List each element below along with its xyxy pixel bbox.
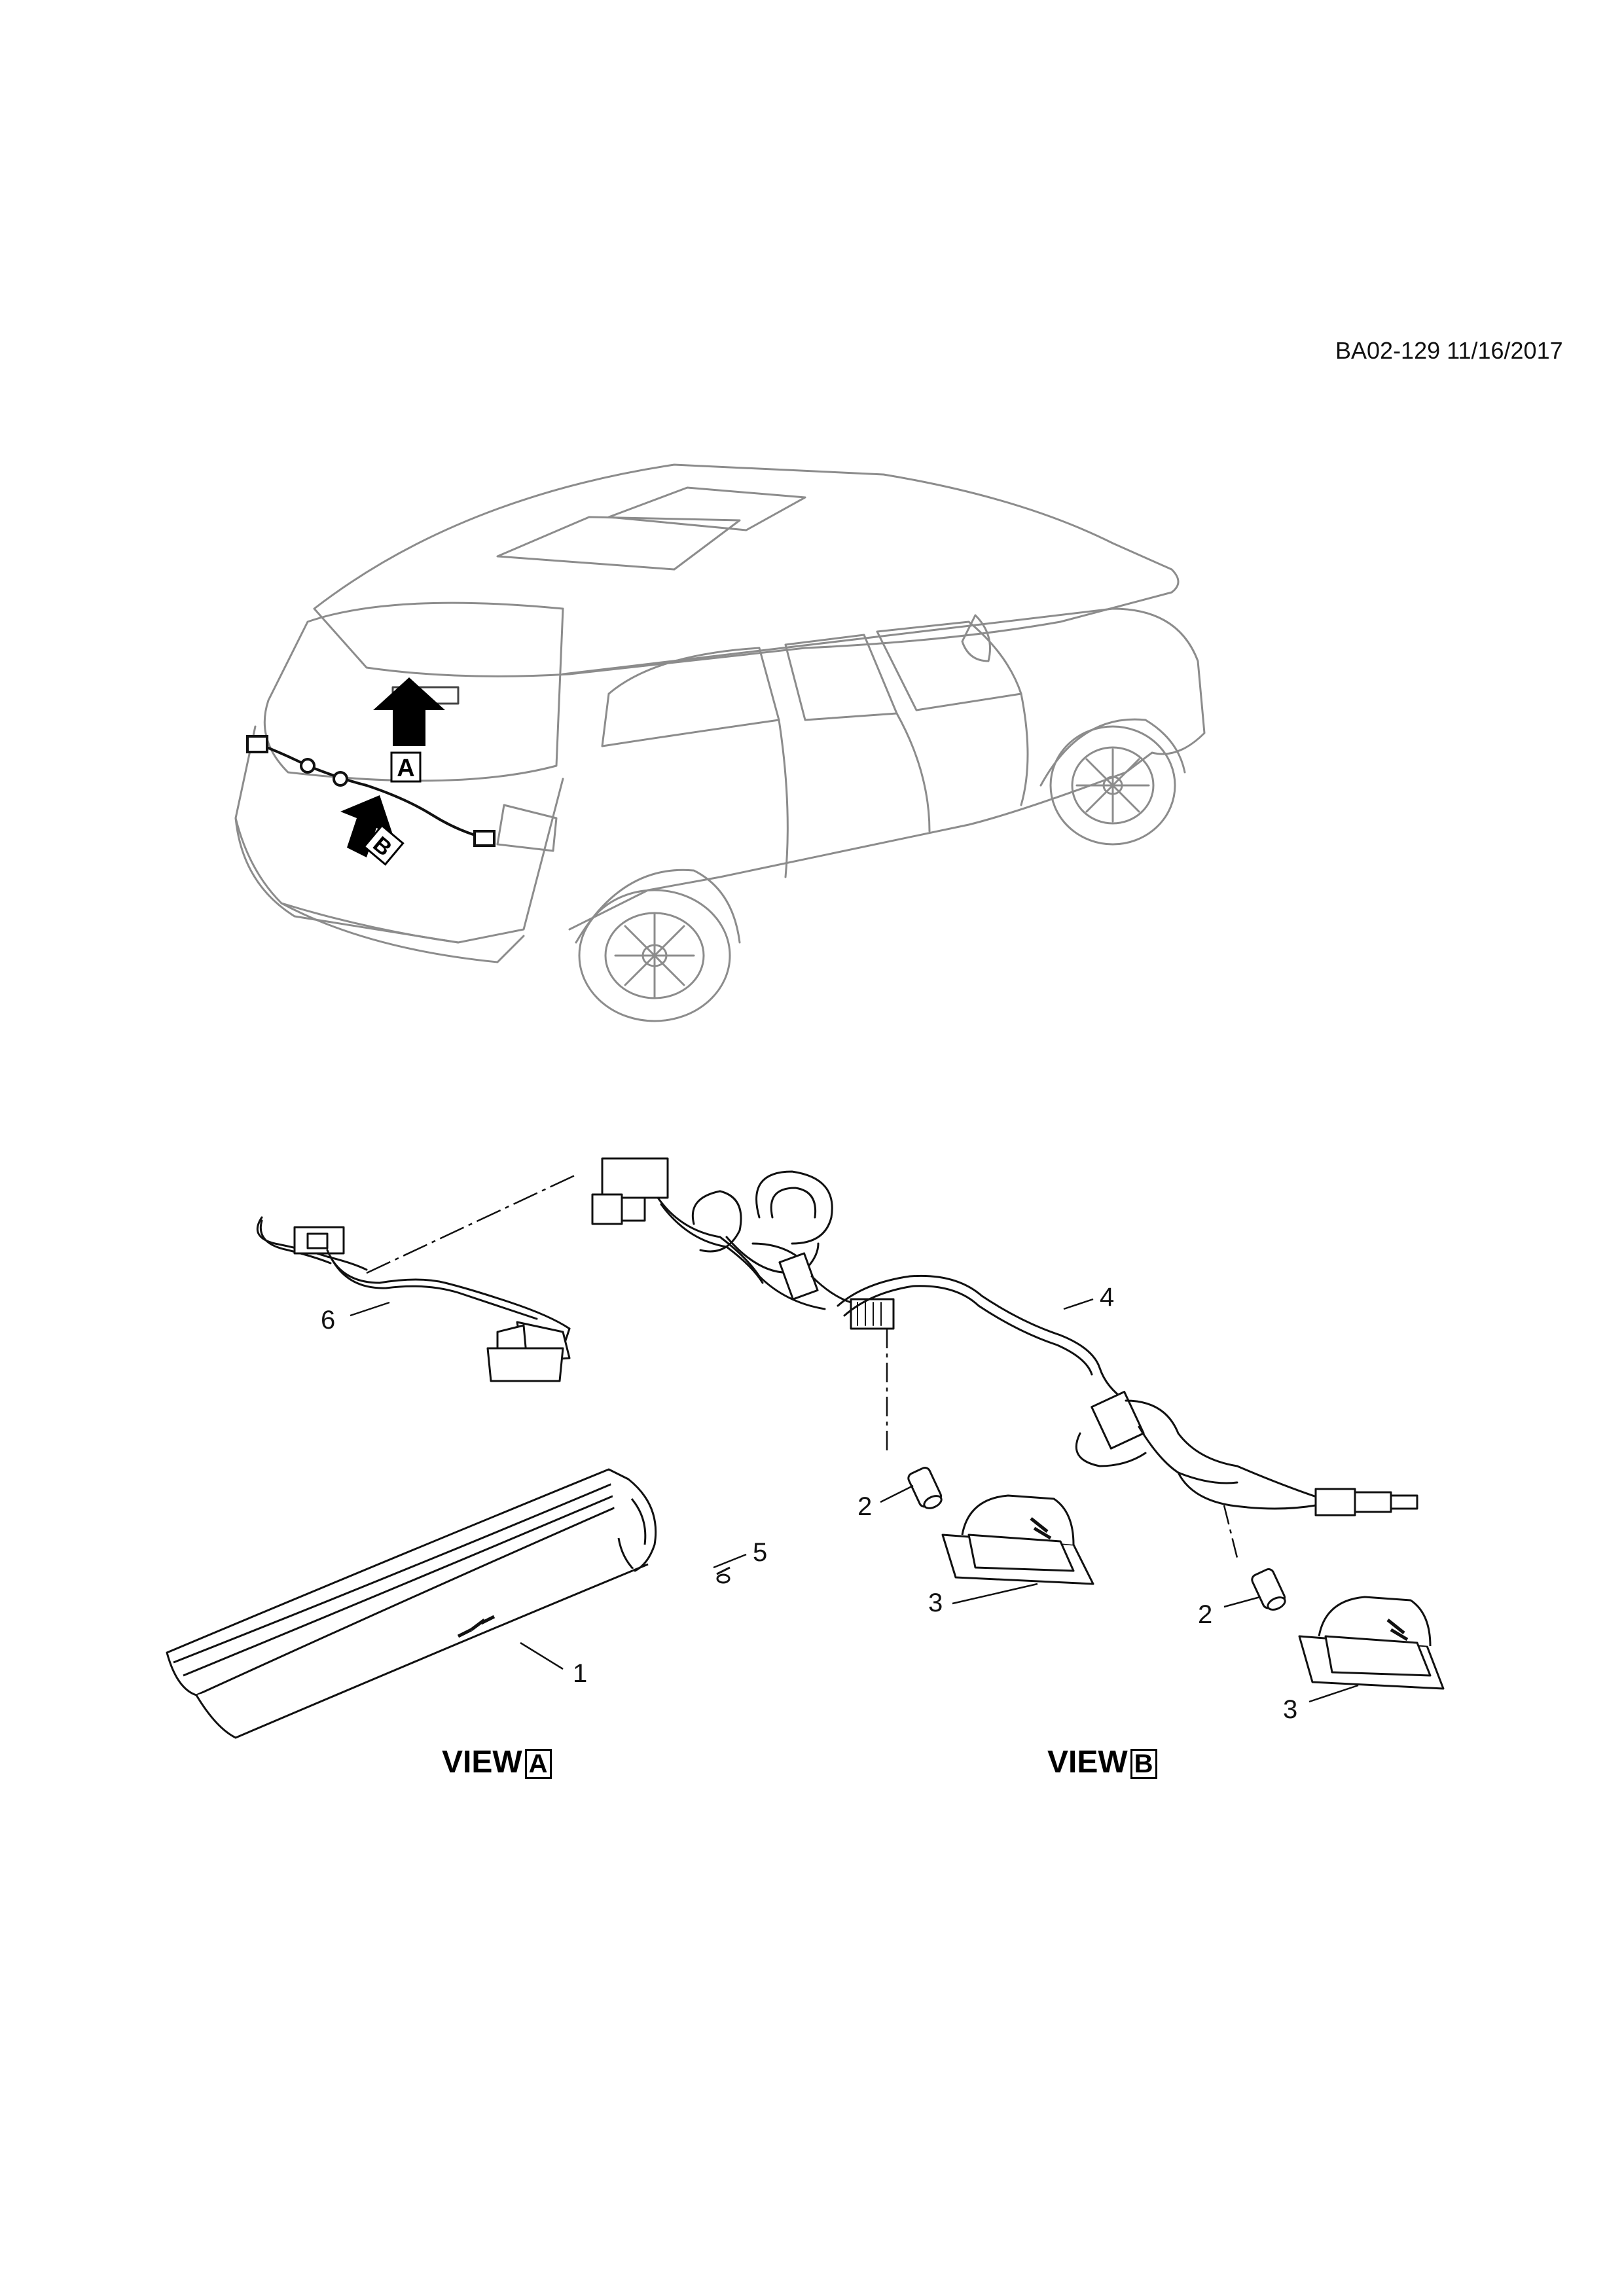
view-a-arrow: A (373, 677, 445, 783)
connection-line-right-socket (1223, 1505, 1238, 1558)
part-6-harness (256, 1216, 571, 1382)
callout-2-right: 2 (1198, 1600, 1212, 1629)
part-2-bulb-left (907, 1467, 943, 1509)
view-b-letter: B (1130, 1749, 1157, 1779)
view-b-arrow: B (340, 795, 405, 866)
part-3-lamp-left (941, 1494, 1094, 1585)
callout-3-left: 3 (928, 1588, 943, 1617)
callout-3-right: 3 (1283, 1695, 1297, 1724)
part-5-screw (716, 1566, 731, 1584)
connection-line-6-to-4 (366, 1174, 577, 1274)
vehicle-illustration (234, 463, 1206, 1022)
view-b-word: VIEW (1047, 1745, 1128, 1780)
document-code: BA02-129 11/16/2017 (1335, 337, 1563, 364)
callout-6: 6 (321, 1306, 335, 1335)
callout-1: 1 (573, 1659, 587, 1688)
callout-numbers: 1 2 2 3 3 4 5 6 (321, 1283, 1297, 1724)
callout-4: 4 (1100, 1283, 1114, 1312)
part-4-harness (591, 1157, 1418, 1516)
callout-5: 5 (753, 1538, 767, 1567)
leader-lines (350, 1298, 1359, 1703)
view-a-marker-label: A (397, 755, 414, 782)
part-1-stop-lamp (166, 1468, 657, 1739)
callout-2-left: 2 (857, 1492, 872, 1521)
vehicle-harness (246, 735, 496, 847)
part-3-lamp-right (1298, 1596, 1445, 1690)
view-a-letter: A (524, 1749, 552, 1779)
part-2-bulb-right (1251, 1568, 1286, 1611)
view-a-word: VIEW (442, 1745, 522, 1780)
